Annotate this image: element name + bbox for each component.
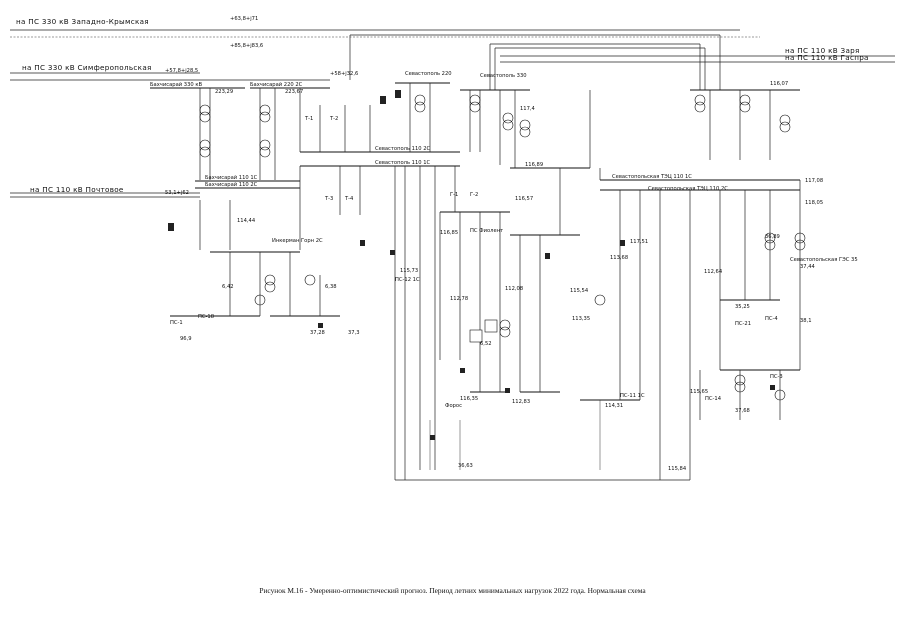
label-ps1: ПС-1 xyxy=(170,320,183,326)
label-sevastopol-220: Севастополь 220 xyxy=(405,71,452,77)
unit-label: Т-4 xyxy=(344,196,354,202)
value: 115,54 xyxy=(570,288,589,294)
value: 116,35 xyxy=(460,396,478,402)
unit-label: Т-1 xyxy=(304,116,313,122)
link-gaspra-110: на ПС 110 кВ Гаспра xyxy=(785,53,869,62)
value: 38,1 xyxy=(800,318,812,324)
label-sevastopol-110-1: Севастополь 110 1С xyxy=(375,160,431,166)
value: +57,8+j28,5 xyxy=(165,68,198,74)
label-ps4: ПС-4 xyxy=(765,316,778,322)
value: 37,28 xyxy=(310,330,325,336)
value: 117,4 xyxy=(520,106,536,112)
value: 112,83 xyxy=(512,399,530,405)
value: 116,89 xyxy=(525,162,543,168)
value: 115,84 xyxy=(668,466,687,472)
value: 6,42 xyxy=(222,284,234,290)
value: 117,08 xyxy=(805,178,823,184)
label-sevastopol-ges: Севастопольская ГЭС 35 xyxy=(790,257,858,263)
label-bakhchisaray-330: Бахчисарай 330 кВ xyxy=(150,81,202,88)
value: 37,44 xyxy=(800,264,816,270)
label-ps18: ПС-18 xyxy=(198,314,214,320)
label-bakhchisaray-110-2: Бахчисарай 110 2С xyxy=(205,181,258,188)
label-bakhchisaray-110-1: Бахчисарай 110 1С xyxy=(205,174,258,181)
unit-label: Г-1 xyxy=(450,192,458,198)
value: 53,1+j62 xyxy=(165,190,189,196)
value: 112,64 xyxy=(704,269,723,275)
unit-label: Г-2 xyxy=(470,192,478,198)
value: 116,57 xyxy=(515,196,533,202)
value: 6,52 xyxy=(480,341,492,347)
label-ps14: ПС-14 xyxy=(705,396,722,402)
value: 6,38 xyxy=(325,284,337,290)
label-foros: Форос xyxy=(445,403,462,409)
value: 116,07 xyxy=(770,81,788,87)
value: 117,51 xyxy=(630,239,648,245)
value: +85,8+j83,6 xyxy=(230,43,263,49)
value: 96,9 xyxy=(180,336,192,342)
label-ps12: ПС-12 1С xyxy=(395,277,420,283)
label-sevastopol-110: Севастополь 110 2С xyxy=(375,146,431,152)
link-west-crimea-330: на ПС 330 кВ Западно-Крымская xyxy=(16,17,149,26)
value: 115,65 xyxy=(690,389,708,395)
value: 113,68 xyxy=(610,255,628,261)
figure-caption: Рисунок М.16 - Умеренно-оптимистический … xyxy=(259,586,646,595)
generators xyxy=(168,90,775,440)
value: 112,78 xyxy=(450,296,468,302)
connections xyxy=(199,83,801,481)
substation-labels: Бахчисарай 330 кВ Бахчисарай 220 2С Сева… xyxy=(150,71,858,409)
flow-values: +63,8+j71 +85,8+j83,6 +57,8+j28,5 +58+j3… xyxy=(165,16,823,472)
value: +58+j32,6 xyxy=(330,71,358,77)
link-pochtovoe-110: на ПС 110 кВ Почтовое xyxy=(30,185,124,194)
label-sevastopol-tpp: Севастопольская ТЭЦ 110 1С xyxy=(612,174,692,180)
external-lines xyxy=(10,29,895,198)
label-ps11: ПС-11 1С xyxy=(620,393,645,399)
value: 112,08 xyxy=(505,286,523,292)
label-ps3: ПС-3 xyxy=(770,374,783,380)
value: 114,31 xyxy=(605,403,623,409)
value: 116,85 xyxy=(440,230,458,236)
value: 223,29 xyxy=(215,89,233,95)
value: +63,8+j71 xyxy=(230,16,258,22)
busbars xyxy=(150,82,800,401)
value: 113,35 xyxy=(572,316,590,322)
unit-label: Т-2 xyxy=(329,116,338,122)
transformers xyxy=(199,94,806,401)
unit-labels: Т-1 Т-2 Т-3 Т-4 Г-1 Г-2 xyxy=(304,116,478,202)
value: 37,3 xyxy=(348,330,360,336)
value: 223,67 xyxy=(285,89,303,95)
label-bakhchisaray-220: Бахчисарай 220 2С xyxy=(250,81,303,88)
value: 37,68 xyxy=(735,408,750,414)
label-sevastopol-330: Севастополь 330 xyxy=(480,73,527,79)
value: 118,05 xyxy=(805,200,823,206)
label-ps21: ПС-21 xyxy=(735,321,751,327)
label-fiolent: ПС Фиолент xyxy=(470,228,503,234)
link-zarya-110: на ПС 110 кВ Заря xyxy=(785,46,860,55)
value: 36,63 xyxy=(458,463,473,469)
value: 115,73 xyxy=(400,268,418,274)
link-simferopol-330: на ПС 330 кВ Симферопольская xyxy=(22,63,152,72)
label-inkerman: Инкерман Горн 2С xyxy=(272,238,323,244)
unit-label: Т-3 xyxy=(324,196,333,202)
value: 36,89 xyxy=(765,234,780,240)
value: 35,25 xyxy=(735,304,750,310)
label-sevastopol-tpp2: Севастопольская ТЭЦ 110 2С xyxy=(648,186,728,192)
value: 114,44 xyxy=(237,218,256,224)
